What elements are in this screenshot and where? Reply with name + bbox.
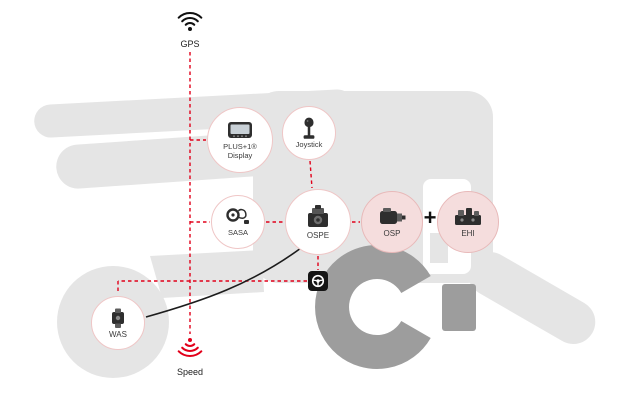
front-wheel-hub	[347, 277, 407, 337]
node-plus1-display: PLUS+1® Display	[207, 107, 273, 173]
display-icon	[228, 121, 252, 138]
speed-signal: Speed	[160, 336, 220, 377]
gps-signal: GPS	[160, 10, 220, 49]
joystick-icon	[303, 117, 315, 139]
front-wheel-ring	[315, 245, 431, 369]
sasa-label: SASA	[227, 228, 248, 238]
node-ospe: OSPE	[285, 189, 351, 255]
joystick-ospe-connector	[309, 160, 313, 189]
node-sasa: SASA	[211, 195, 265, 249]
steering-wheel-icon	[311, 274, 325, 288]
steering-wheel-badge	[308, 271, 328, 291]
node-ehi: EHI	[437, 191, 499, 253]
grain-auger	[468, 252, 596, 344]
osp-label: OSP	[383, 228, 401, 238]
front-wheel-segment	[442, 284, 476, 331]
node-joystick: Joystick	[282, 106, 336, 160]
gps-label: GPS	[180, 39, 200, 49]
was-label: WAS	[109, 329, 127, 339]
ospe-was-cable	[145, 247, 302, 318]
ehi-valve-icon	[455, 207, 481, 225]
plus-sign: +	[423, 205, 437, 230]
node-osp: OSP	[361, 191, 423, 253]
joystick-label: Joystick	[295, 140, 323, 150]
ehi-label: EHI	[461, 228, 475, 238]
node-was: WAS	[91, 296, 145, 350]
ospe-label: OSPE	[306, 230, 330, 240]
osp-motor-icon	[380, 207, 406, 224]
was-sensor-icon	[112, 308, 124, 328]
speed-wifi-icon	[177, 338, 203, 358]
ospe-steering-unit-icon	[308, 204, 328, 227]
gps-wifi-icon	[177, 11, 203, 31]
speed-label: Speed	[176, 367, 204, 377]
front-wheel	[315, 245, 476, 369]
sasa-sensor-icon	[226, 208, 249, 225]
display-label: PLUS+1® Display	[223, 141, 257, 160]
chassis-left	[150, 250, 264, 298]
